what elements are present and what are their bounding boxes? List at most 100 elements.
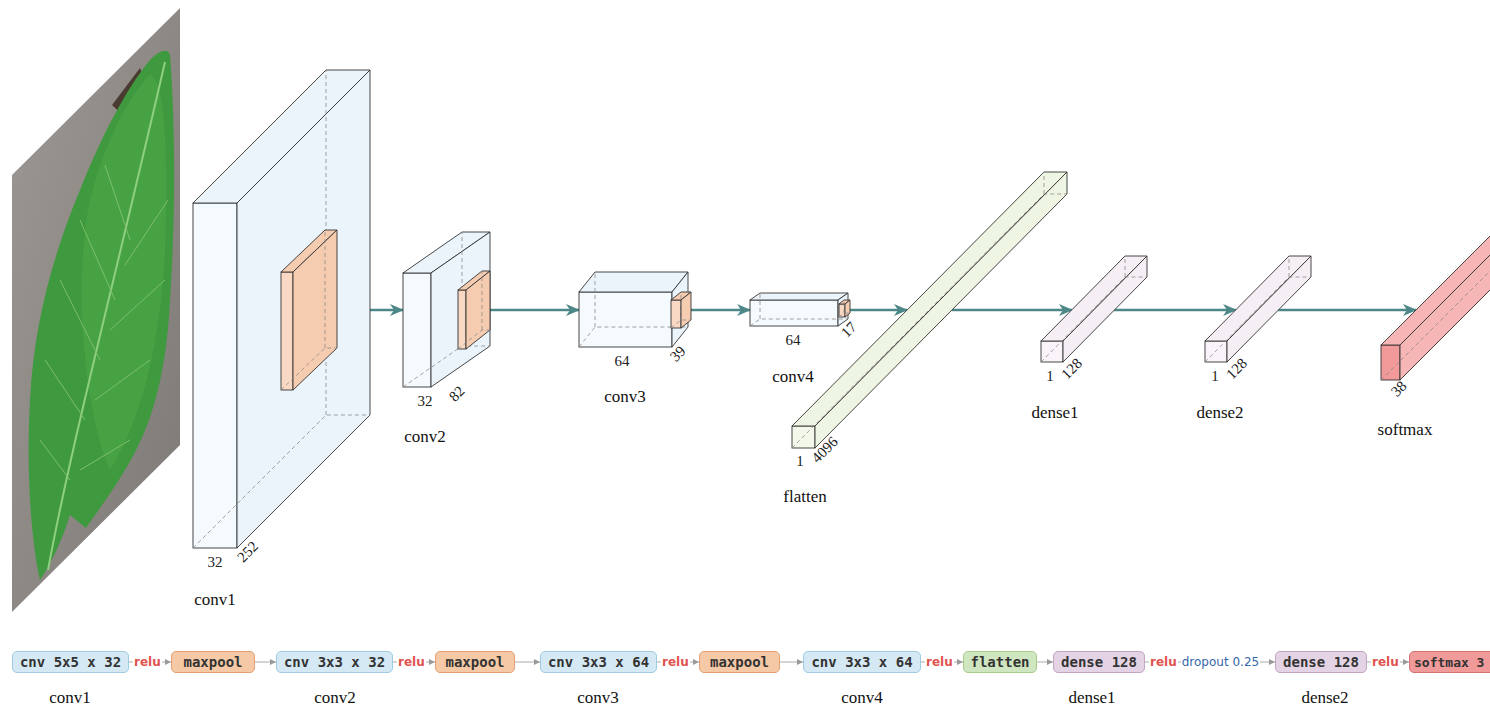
volume-side: [237, 70, 370, 548]
op-text: cnv 3x3 x 64: [548, 655, 649, 669]
dimension-label: 32: [208, 555, 223, 570]
leaf-highlight: [82, 75, 166, 470]
hidden-edge: [844, 300, 845, 313]
maxpool-op-box: maxpool: [171, 651, 255, 673]
volume-front: [1205, 341, 1227, 362]
layer-name: conv1: [194, 591, 236, 608]
hidden-edge: [671, 320, 691, 328]
hidden-edge: [792, 194, 1067, 448]
layer-volume: [403, 232, 490, 387]
op-text: cnv 3x3 x 32: [284, 655, 385, 669]
volume-side: [1227, 256, 1311, 362]
kernel-side: [681, 292, 691, 328]
dimension-label: 64: [786, 333, 801, 348]
maxpool-op-box: maxpool: [435, 651, 515, 673]
volume-side: [1400, 233, 1490, 380]
op-arrow: [255, 662, 276, 663]
volume-front: [1041, 341, 1063, 362]
kernel-front: [671, 300, 681, 328]
activation-label: relu: [661, 655, 690, 669]
volume-front: [403, 273, 431, 387]
layer-volume: [1041, 256, 1147, 362]
dimension-label: 64: [615, 354, 630, 369]
dimension-label: 38: [1388, 378, 1409, 399]
conv-op-box: cnv 3x3 x 32: [276, 651, 393, 673]
volume-front: [579, 292, 672, 347]
layer-volume: [1205, 256, 1311, 362]
op-text: dense 128: [1061, 655, 1137, 669]
maxpool-op-box: maxpool: [699, 651, 780, 673]
flow-arrow: [370, 309, 403, 312]
op-text: dense 128: [1283, 655, 1359, 669]
hidden-edge: [193, 415, 370, 548]
activation-label: relu: [1371, 655, 1400, 669]
group-label: dense2: [1301, 689, 1348, 706]
hidden-edge: [760, 293, 761, 319]
hidden-edge: [595, 272, 596, 327]
layer-name: conv2: [404, 428, 446, 445]
op-text: maxpool: [445, 655, 504, 669]
dense-op-box: dense 128: [1053, 651, 1145, 673]
flow-arrow: [848, 309, 907, 312]
hidden-edge: [1289, 256, 1290, 277]
hidden-edge: [1381, 268, 1490, 380]
hidden-edge: [1041, 277, 1147, 362]
op-text: softmax 3: [1414, 656, 1484, 669]
group-label: conv3: [577, 689, 619, 706]
dimension-label: 1: [1046, 369, 1054, 384]
activation-label: relu: [133, 655, 162, 669]
flow-arrow: [688, 309, 750, 312]
kernel-side: [466, 271, 490, 349]
group-label: conv2: [314, 689, 356, 706]
dropout-label: dropout 0.25: [1181, 655, 1260, 669]
leaf-veins: [40, 165, 168, 480]
layer-block: 1128dense1: [1041, 256, 1147, 362]
layer-volume: [750, 293, 848, 326]
op-text: cnv 5x5 x 32: [20, 655, 121, 669]
kernel-side: [845, 300, 850, 317]
layer-name: conv4: [772, 368, 814, 385]
layer-block: 6417conv4: [750, 293, 848, 326]
op-text: flatten: [970, 655, 1029, 669]
op-arrow: [1037, 662, 1053, 663]
layer-name: conv3: [604, 388, 646, 405]
hidden-edge: [839, 313, 850, 317]
activation-label: relu: [1149, 655, 1178, 669]
volume-front: [1381, 345, 1400, 380]
group-label: dense1: [1068, 689, 1115, 706]
leaf-midrib: [48, 62, 165, 570]
hidden-edge: [1044, 172, 1045, 194]
volume-side: [431, 232, 490, 387]
op-text: maxpool: [183, 655, 242, 669]
layer-block: 32252conv1: [193, 70, 370, 548]
conv-op-box: cnv 5x5 x 32: [12, 651, 129, 673]
volume-front: [750, 300, 838, 326]
layer-block: 1128dense2: [1205, 256, 1311, 362]
dimension-label: 1: [796, 454, 804, 469]
volume-side: [815, 172, 1067, 448]
hidden-edge: [750, 319, 848, 326]
conv-op-box: cnv 3x3 x 64: [803, 651, 921, 673]
dimension-label: 82: [446, 383, 467, 404]
flatten-op-box: flatten: [963, 651, 1037, 673]
layer-volume: [792, 172, 1067, 448]
hidden-edge: [325, 230, 326, 348]
volume-side: [1063, 256, 1147, 362]
layer-name: flatten: [783, 488, 826, 505]
volume-top: [750, 293, 848, 300]
hidden-edge: [458, 330, 490, 349]
hidden-edge: [1205, 277, 1311, 362]
layer-volume: [1381, 233, 1490, 380]
layer-name: softmax: [1378, 421, 1433, 438]
layer-name: dense1: [1031, 404, 1078, 421]
dense-op-box: dense 128: [1275, 651, 1367, 673]
dimension-label: 32: [418, 394, 433, 409]
hidden-edge: [482, 271, 483, 330]
kernel-front: [281, 272, 293, 390]
flow-arrow: [1114, 309, 1236, 312]
kernel-side: [293, 230, 337, 390]
layer-block: 38softmax: [1381, 233, 1490, 380]
op-arrow: [515, 662, 540, 663]
op-text: maxpool: [710, 655, 769, 669]
